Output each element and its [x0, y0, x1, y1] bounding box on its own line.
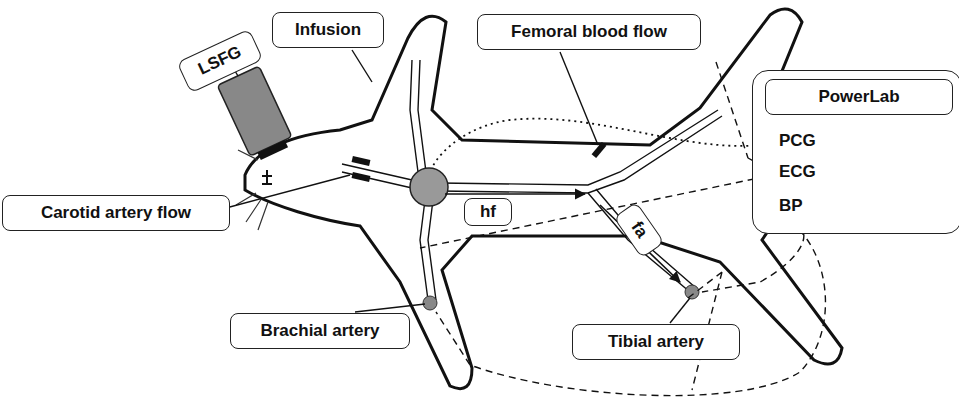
- arrow-label-box: hf: [464, 198, 512, 226]
- box-label: hf: [465, 202, 511, 222]
- label-box: Infusion: [272, 12, 384, 48]
- label-box: Tibial artery: [572, 324, 740, 360]
- label-box: Brachial artery: [230, 313, 410, 349]
- box-label: Infusion: [273, 20, 383, 40]
- label-box: Carotid artery flow: [2, 195, 230, 231]
- box-label: PowerLab: [766, 87, 952, 107]
- box-label: Femoral blood flow: [478, 22, 700, 42]
- box-label: Brachial artery: [231, 321, 409, 341]
- recorder-panel: PCG ECG BP PowerLab: [752, 70, 959, 234]
- signal-name: ECG: [779, 162, 816, 182]
- signal-name: PCG: [779, 131, 816, 151]
- box-label: Tibial artery: [573, 332, 739, 352]
- recorder-box: PowerLab: [765, 79, 953, 115]
- box-label: Carotid artery flow: [3, 203, 229, 223]
- signal-name: BP: [779, 196, 803, 216]
- label-box: Femoral blood flow: [477, 14, 701, 50]
